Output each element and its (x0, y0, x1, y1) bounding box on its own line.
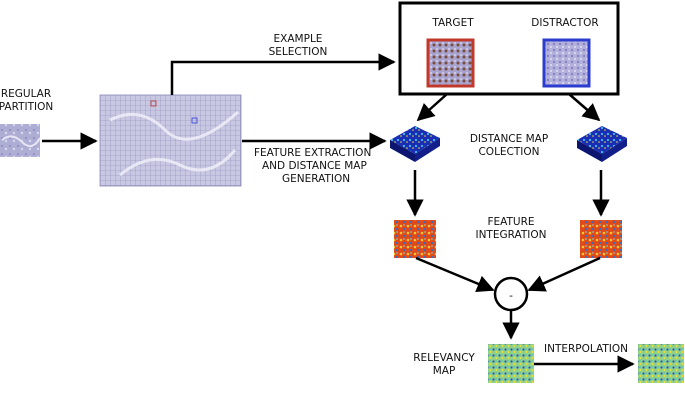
arrow-distractor-to-distmap (568, 93, 601, 122)
arrow-example-selection (170, 53, 396, 95)
partitioned-tissue-grid (99, 94, 242, 187)
distance-map-label: DISTANCE MAP (470, 133, 548, 145)
example-selection-label: EXAMPLE (274, 33, 323, 45)
distractor-distance-map (577, 126, 627, 162)
target-feature-map (394, 220, 436, 258)
distractor-feature-map (580, 220, 622, 258)
interpolation-label: INTERPOLATION (544, 343, 628, 355)
regular-partition-label: PARTITION (0, 101, 53, 113)
target-distance-map (390, 126, 440, 162)
distractor-patch (542, 38, 591, 88)
target-label: TARGET (431, 17, 474, 29)
input-tissue-image (0, 124, 41, 157)
feature-integration-label: FEATURE (487, 216, 534, 228)
feature-extraction-label: AND DISTANCE MAP (262, 160, 367, 172)
distance-map-label: COLECTION (478, 146, 539, 158)
distractor-label: DISTRACTOR (531, 17, 598, 29)
target-patch (426, 38, 475, 88)
interpolated-map (638, 344, 684, 383)
relevancy-map-label: MAP (433, 365, 456, 377)
feature-integration-label: INTEGRATION (475, 229, 546, 241)
example-selection-label: SELECTION (269, 46, 328, 58)
regular-partition-label: REGULAR (1, 88, 51, 100)
feature-extraction-label: FEATURE EXTRACTION (254, 147, 371, 159)
arrow-right-to-minus (527, 256, 601, 292)
arrow-left-to-minus (415, 256, 495, 293)
minus-symbol: - (509, 290, 513, 302)
relevancy-map-label: RELEVANCY (413, 352, 475, 364)
arrow-target-to-distmap (416, 93, 448, 122)
feature-extraction-label: GENERATION (282, 173, 350, 185)
relevancy-map (488, 344, 534, 383)
